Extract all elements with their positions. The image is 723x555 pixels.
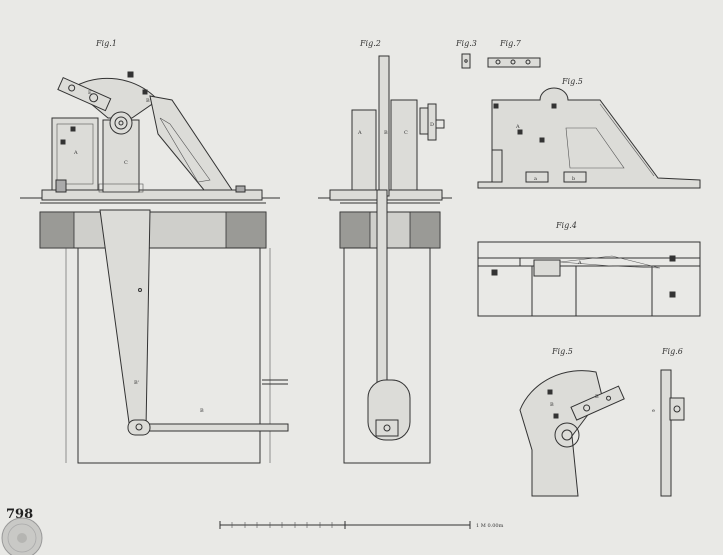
fig1-tilted-blade <box>57 76 112 112</box>
fig2-letter-a: A <box>357 130 362 136</box>
fig2-letter-d: D <box>430 122 434 128</box>
fig1-letter-e: E <box>88 90 92 96</box>
fig6-label: Fig.6 <box>661 347 683 356</box>
fig4-outline <box>477 241 701 317</box>
fig3-label: Fig.3 <box>455 39 477 48</box>
fig7-small-part: Fig.7 <box>487 39 541 68</box>
fig5-quadrant-plate <box>519 370 603 497</box>
fig1-long-lever <box>99 209 151 431</box>
fig5-upper-label: Fig.5 <box>561 77 583 86</box>
fig5-letter-b-small: b <box>572 176 575 182</box>
fig1-buttress <box>149 95 233 191</box>
fig1-base-plate <box>41 189 263 201</box>
fig2-side-elevation: Fig.2 A B C D <box>318 39 452 464</box>
fig5-housing-body <box>477 87 701 189</box>
fig7-label: Fig.7 <box>499 39 522 48</box>
fig5-housing-elevation: Fig.5 A a b <box>477 77 701 189</box>
fig6-bar <box>660 369 672 497</box>
fig1-label: Fig.1 <box>95 39 117 48</box>
fig1-front-elevation: Fig.1 <box>20 39 289 464</box>
fig6-side-detail: Fig.6 e <box>652 347 685 497</box>
fig2-letter-b: B <box>384 130 388 136</box>
fig6-letter-e: e <box>652 408 655 414</box>
scale-label: 1 M 0.00m <box>476 523 504 529</box>
fig1-letter-b: B <box>200 408 204 414</box>
fig1-letter-a: A <box>73 150 78 156</box>
fig2-label: Fig.2 <box>359 39 381 48</box>
fig5-lower-label: Fig.5 <box>551 347 573 356</box>
library-stamp-icon <box>1 517 43 555</box>
fig5-letter-a: A <box>515 124 520 130</box>
fig1-lower-frame <box>77 247 261 464</box>
fig4-plan-view: Fig.4 A <box>477 221 701 317</box>
fig5-quadrant-detail: Fig.5 B B <box>519 347 625 497</box>
fig4-label: Fig.4 <box>555 221 577 230</box>
fig2-vertical-bar <box>378 55 390 197</box>
fig1-letter-b1-lower: B' <box>134 380 139 386</box>
fig4-letter-a: A <box>577 260 582 266</box>
fig1-letter-c: C <box>124 160 128 166</box>
fig3-small-part: Fig.3 <box>455 39 477 69</box>
fig5-letter-a-small: a <box>534 176 537 182</box>
fig1-connecting-rod <box>139 423 289 432</box>
fig5-letter-b: B <box>550 402 554 408</box>
fig1-letter-b1: B' <box>146 98 151 104</box>
scale-bar: 1 M 0.00m <box>219 521 504 529</box>
fig5-letter-b-bar: B <box>595 394 599 400</box>
fig2-letter-c: C <box>404 130 408 136</box>
